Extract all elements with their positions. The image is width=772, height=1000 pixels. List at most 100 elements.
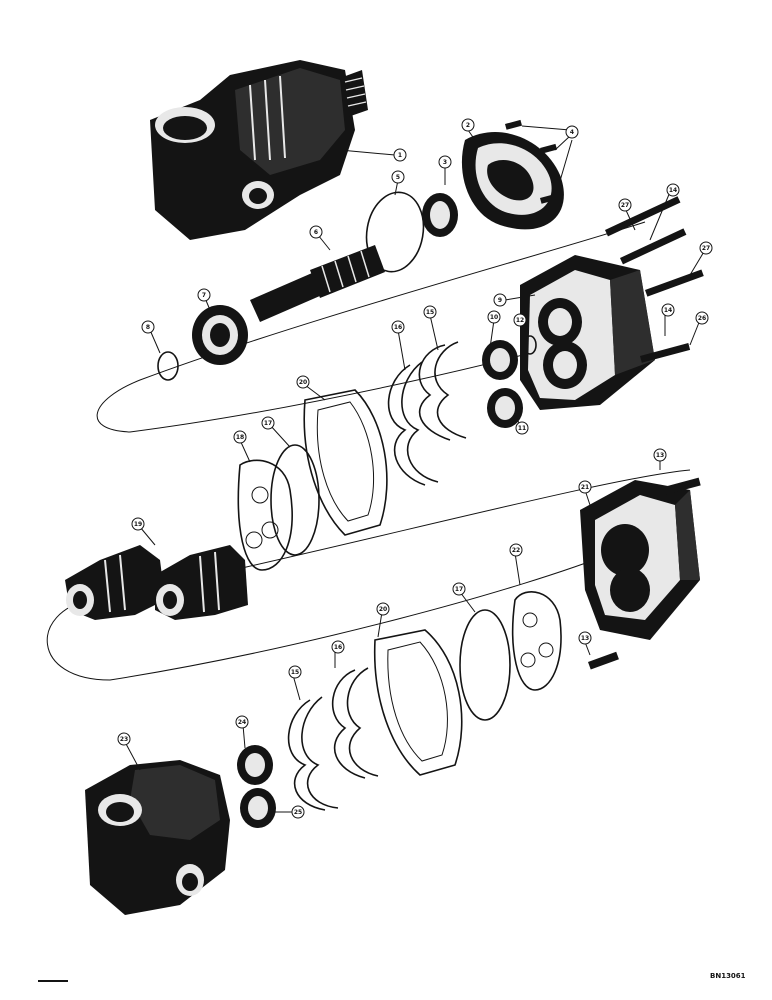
callout-circle: [438, 155, 452, 169]
callout-circle: [515, 421, 529, 435]
callout-circle: [565, 125, 579, 139]
callout-number: 17: [264, 420, 272, 427]
callout-22: 22: [509, 543, 523, 557]
callout-24: 24: [235, 715, 249, 729]
through-bolts: [605, 196, 704, 363]
callout-26: 26: [695, 311, 709, 325]
callout-15: 15: [423, 305, 437, 319]
flange-plate: [461, 132, 564, 230]
callout-number: 4: [570, 129, 574, 136]
callout-25: 25: [291, 805, 305, 819]
callout-circle: [288, 665, 302, 679]
callout-23: 23: [117, 732, 131, 746]
callout-circle: [131, 517, 145, 531]
callout-14: 14: [661, 303, 675, 317]
scale-mark: [38, 980, 68, 982]
callout-circle: [197, 288, 211, 302]
callout-circle: [291, 805, 305, 819]
callout-circle: [699, 241, 713, 255]
callout-18: 18: [233, 430, 247, 444]
callout-number: 22: [512, 547, 520, 554]
callout-16: 16: [391, 320, 405, 334]
callout-circle: [376, 602, 390, 616]
callout-number: 25: [294, 809, 302, 816]
callout-13: 13: [653, 448, 667, 462]
callout-circle: [493, 293, 507, 307]
callout-circle: [666, 183, 680, 197]
callout-number: 14: [669, 187, 677, 194]
rear-gear-housing: [580, 480, 700, 640]
callout-number: 8: [146, 324, 150, 331]
callout-circle: [487, 310, 501, 324]
callout-4: 4: [565, 125, 579, 139]
callout-circle: [578, 480, 592, 494]
wear-plate-lower: [512, 591, 562, 691]
callout-11: 11: [515, 421, 529, 435]
callout-9: 9: [493, 293, 507, 307]
callout-number: 24: [238, 719, 246, 726]
callout-circle: [513, 313, 527, 327]
callout-21: 21: [578, 480, 592, 494]
gasket-lower: [373, 629, 463, 776]
callout-2: 2: [461, 118, 475, 132]
callout-1: 1: [393, 148, 407, 162]
callout-8: 8: [141, 320, 155, 334]
callout-circle: [141, 320, 155, 334]
dowel-pins: [588, 477, 701, 670]
callout-circle: [393, 148, 407, 162]
gasket-upper: [303, 389, 388, 536]
callout-number: 9: [498, 297, 502, 304]
callout-20: 20: [376, 602, 390, 616]
seal-lower: [459, 609, 511, 721]
leader-lines: [124, 129, 706, 813]
wear-plate-upper: [237, 459, 293, 571]
callout-number: 15: [426, 309, 434, 316]
callout-circle: [117, 732, 131, 746]
callout-number: 5: [396, 174, 400, 181]
callout-10: 10: [487, 310, 501, 324]
small-o-ring: [523, 335, 537, 355]
seal-upper: [270, 444, 320, 556]
callout-27: 27: [618, 198, 632, 212]
callout-circle: [261, 416, 275, 430]
callout-number: 20: [379, 606, 387, 613]
pump-gears: [65, 545, 248, 620]
callout-14: 14: [666, 183, 680, 197]
callout-5: 5: [391, 170, 405, 184]
callout-circle: [423, 305, 437, 319]
shaft-seal: [422, 193, 458, 237]
callout-circle: [296, 375, 310, 389]
callout-number: 1: [398, 152, 402, 159]
needle-bearings-upper: [482, 340, 523, 428]
callout-17: 17: [261, 416, 275, 430]
callout-number: 2: [466, 122, 470, 129]
group-outline-upper: [96, 221, 646, 433]
callout-circle: [578, 631, 592, 645]
callout-20: 20: [296, 375, 310, 389]
callout-number: 27: [621, 202, 629, 209]
callout-number: 23: [120, 736, 128, 743]
callout-16: 16: [331, 640, 345, 654]
callout-circle: [461, 118, 475, 132]
callout-number: 19: [134, 521, 142, 528]
callout-circle: [509, 543, 523, 557]
callout-circle: [661, 303, 675, 317]
o-ring: [365, 191, 425, 273]
callout-17: 17: [452, 582, 466, 596]
callout-circle: [452, 582, 466, 596]
gear-housing: [520, 255, 655, 410]
callout-number: 3: [443, 159, 447, 166]
callout-circle: [391, 320, 405, 334]
callout-circle: [233, 430, 247, 444]
snap-ring: [157, 351, 179, 381]
callout-circle: [618, 198, 632, 212]
callout-number: 13: [656, 452, 664, 459]
callout-number: 27: [702, 245, 710, 252]
callout-number: 13: [581, 635, 589, 642]
reference-code: BN13061: [710, 972, 746, 980]
callout-number: 10: [490, 314, 498, 321]
rear-cover: [85, 760, 230, 915]
callout-number: 11: [518, 425, 526, 432]
